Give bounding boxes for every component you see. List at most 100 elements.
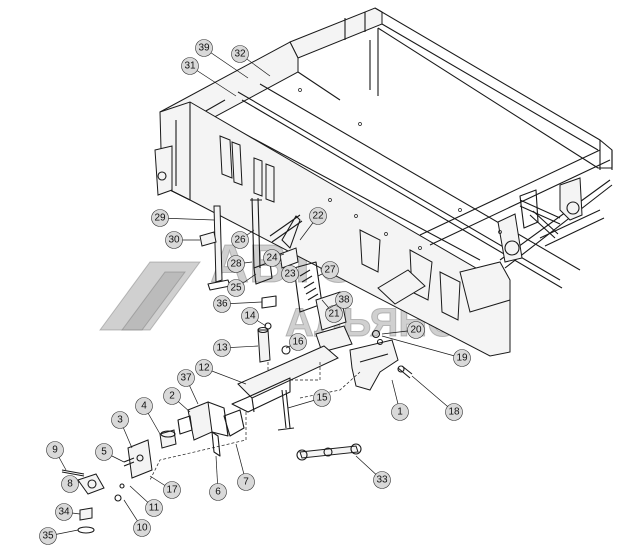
callout-bubble [391,403,409,421]
callout-10: 10 [123,499,151,537]
callout-34: 34 [55,503,81,521]
callout-number: 16 [292,337,304,348]
callout-leader [411,375,455,413]
callout-18: 18 [411,375,463,421]
callout-bubble [373,471,391,489]
callout-number: 26 [234,235,246,246]
callout-22: 22 [299,207,327,241]
callout-15: 15 [287,389,331,409]
callout-bubble [407,321,425,339]
callout-6: 6 [209,455,227,501]
callout-5: 5 [95,443,125,463]
callout-32: 32 [231,45,271,77]
callout-bubble [335,291,353,309]
callout-number: 1 [397,407,403,418]
callout-leader [203,47,249,79]
callout-bubble [281,265,299,283]
callout-layer: 1234567891011121314151617181920212223242… [39,39,471,545]
callout-number: 37 [180,373,192,384]
callout-bubble [177,369,195,387]
callout-31: 31 [181,57,237,97]
callout-bubble [321,261,339,279]
callout-number: 32 [234,49,246,60]
callout-bubble [111,411,129,429]
callout-bubble [453,349,471,367]
callout-number: 23 [284,269,296,280]
callout-38: 38 [325,291,353,311]
callout-bubble [241,307,259,325]
callout-bubble [237,473,255,491]
callout-bubble [135,397,153,415]
callout-bubble [195,39,213,57]
callout-bubble [209,483,227,501]
callout-number: 8 [67,479,73,490]
callout-bubble [95,443,113,461]
callout-24: 24 [263,249,285,267]
callout-number: 17 [166,485,178,496]
callout-11: 11 [129,485,163,517]
callout-number: 18 [448,407,460,418]
callout-14: 14 [241,307,267,327]
callout-8: 8 [61,475,81,493]
callout-leader [381,335,463,359]
callout-number: 2 [169,391,175,402]
callout-number: 33 [376,475,388,486]
callout-number: 28 [230,259,242,270]
callout-number: 7 [243,477,249,488]
callout-bubble [263,249,281,267]
callout-number: 21 [328,309,340,320]
callout-number: 19 [456,353,468,364]
callout-number: 24 [266,253,278,264]
callout-bubble [165,231,183,249]
callout-bubble [213,339,231,357]
callout-20: 20 [381,321,425,339]
callout-bubble [46,441,64,459]
callout-number: 15 [316,393,328,404]
callout-30: 30 [165,231,200,249]
callout-number: 27 [324,265,336,276]
callout-bubble [195,359,213,377]
callout-27: 27 [317,261,339,279]
callout-number: 36 [216,299,228,310]
trailer-frame [154,7,613,357]
callout-29: 29 [151,209,215,227]
part-drawbar [231,295,413,413]
callout-36: 36 [213,295,263,313]
callout-17: 17 [149,475,181,499]
callout-bubble [151,209,169,227]
callout-7: 7 [235,443,255,491]
part-jack-stand [199,205,231,291]
callout-number: 30 [168,235,180,246]
callout-16: 16 [285,333,307,351]
callout-bubble [61,475,79,493]
callout-bubble [55,503,73,521]
callout-2: 2 [163,387,191,413]
callout-number: 20 [410,325,422,336]
callout-number: 22 [312,211,324,222]
callout-25: 25 [227,273,257,297]
callout-bubble [213,295,231,313]
callout-28: 28 [227,255,253,273]
callout-number: 13 [216,343,228,354]
callout-bubble [313,389,331,407]
callout-bubble [289,333,307,351]
callout-23: 23 [281,265,299,283]
callout-number: 38 [338,295,350,306]
callout-9: 9 [46,441,67,471]
callout-26: 26 [231,229,255,249]
callout-number: 6 [215,487,221,498]
callout-number: 31 [184,61,196,72]
callout-number: 3 [117,415,123,426]
callout-bubble [309,207,327,225]
callout-33: 33 [355,455,391,489]
callout-bubble [39,527,57,545]
callout-number: 9 [52,445,58,456]
callout-bubble [231,45,249,63]
callout-number: 29 [154,213,166,224]
callout-number: 11 [149,503,160,514]
callout-35: 35 [39,527,79,545]
callout-number: 12 [198,363,210,374]
callout-bubble [227,255,245,273]
callout-leader [189,65,237,97]
